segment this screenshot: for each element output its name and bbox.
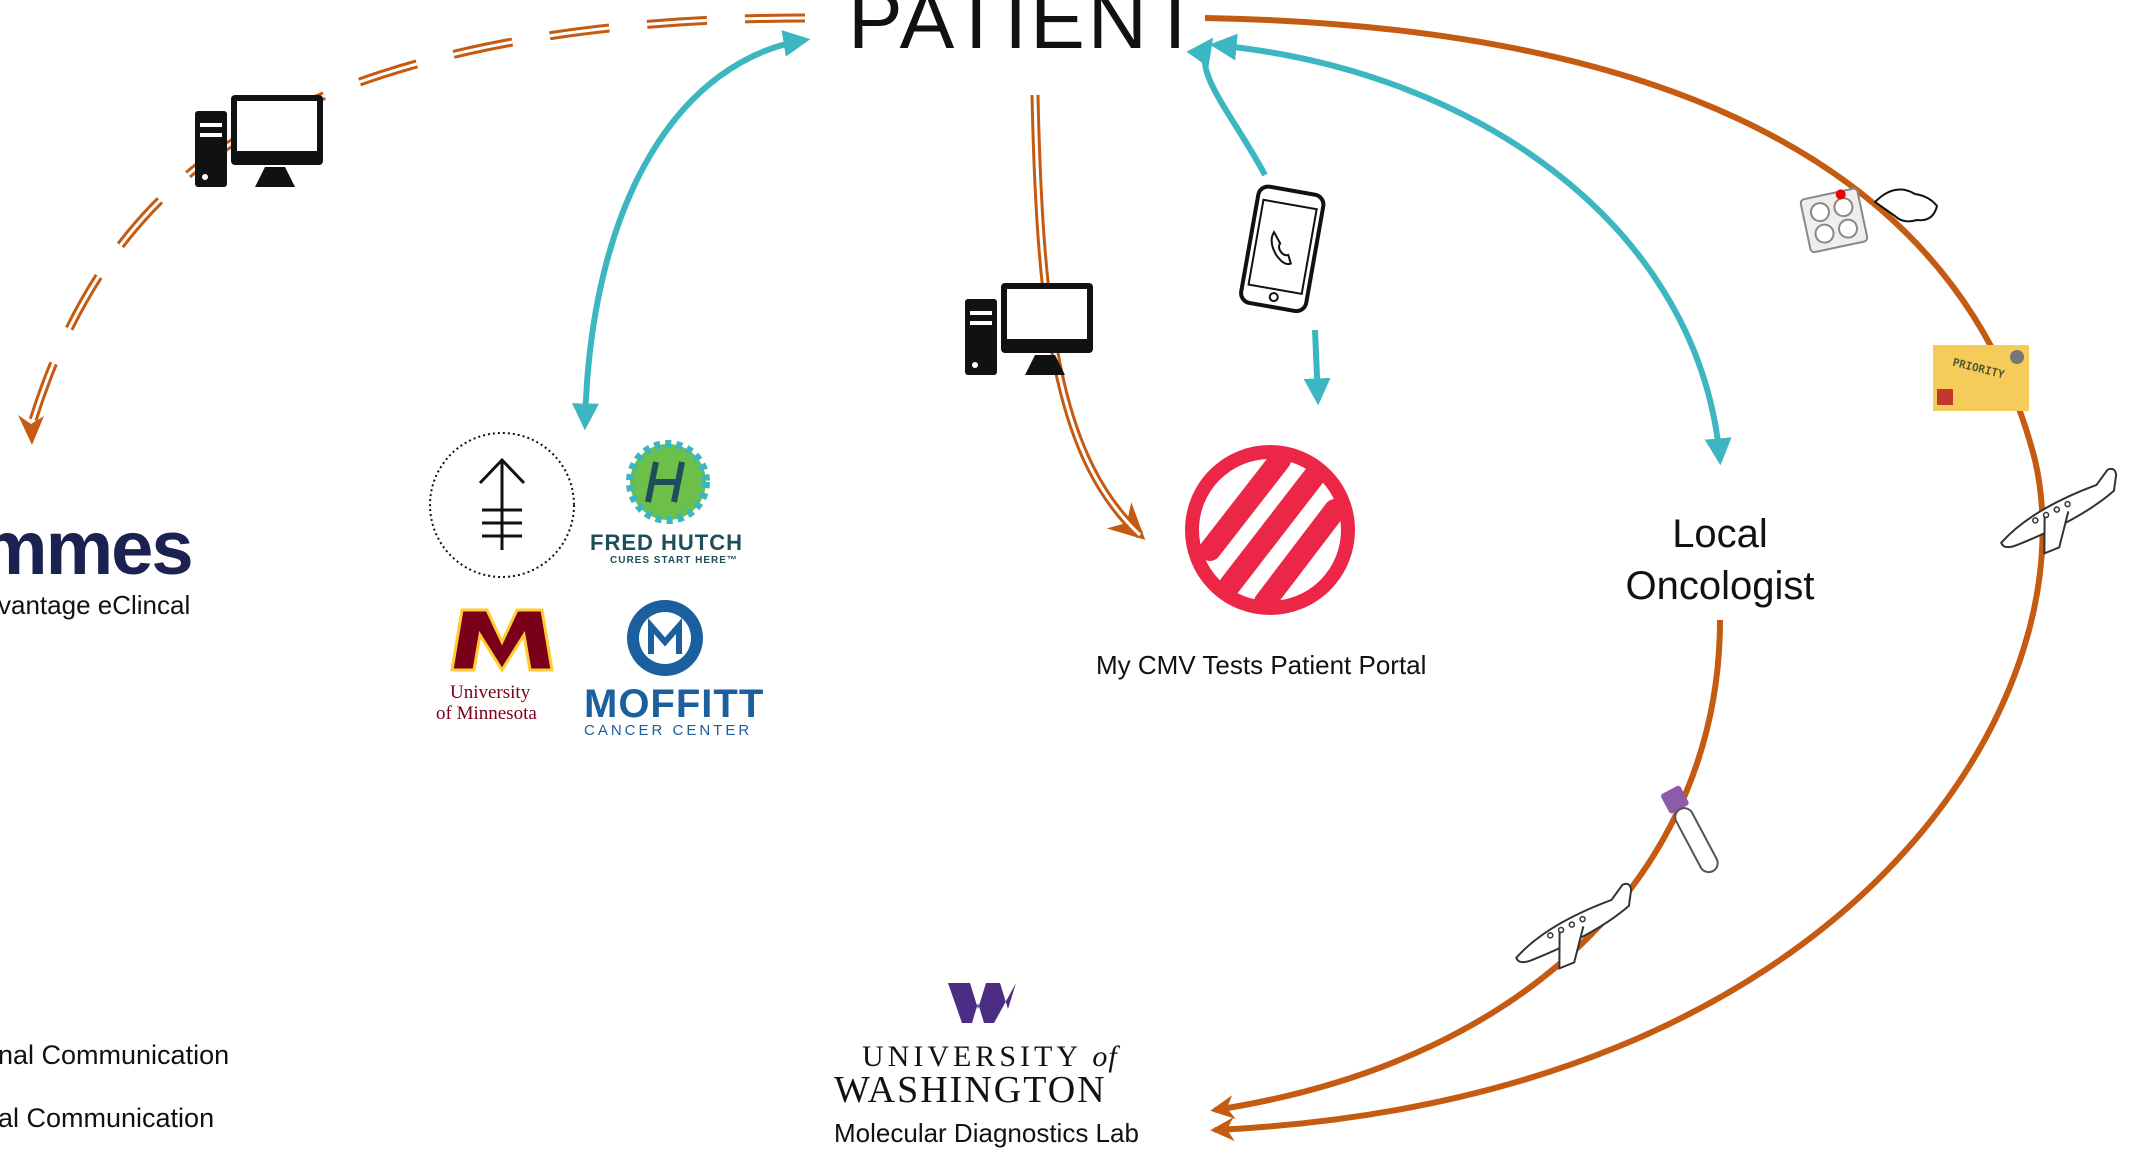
arrowhead-medidata	[18, 415, 44, 445]
moffitt-subtitle: CANCER CENTER	[584, 722, 753, 739]
local-oncologist-line2: Oncologist	[1625, 564, 1815, 608]
uw-of: of	[1092, 1040, 1118, 1073]
pointing-hand-icon	[1873, 188, 1939, 223]
umn-line2: of Minnesota	[436, 703, 537, 724]
fred-hutch-name: FRED HUTCH	[590, 530, 743, 555]
uw-lab-label: Molecular Diagnostics Lab	[834, 1118, 1139, 1148]
uw-university-text: UNIVERSITY of	[862, 1040, 1118, 1074]
fred-hutch-tagline: CURES START HERE™	[610, 555, 738, 566]
arrow-patient-uw-outer	[1204, 15, 2046, 1142]
arrow-phone-patient	[1186, 37, 1268, 177]
arrow-patient-centers	[571, 30, 811, 431]
medidata-sublabel: vantage eClincal	[0, 590, 191, 620]
airplane-icon	[1515, 882, 1633, 970]
blood-tube-icon	[1661, 785, 1719, 874]
medidata-wordmark: mmes	[0, 506, 194, 591]
local-oncologist-line1: Local	[1672, 512, 1768, 556]
portal-label: My CMV Tests Patient Portal	[1096, 650, 1427, 680]
umn-logo-icon	[450, 608, 554, 673]
patient-title: PATIENT	[848, 0, 1204, 66]
moffitt-name: MOFFITT	[584, 682, 765, 726]
uw-logo-icon	[948, 983, 1016, 1023]
local-oncologist-label: Local Oncologist	[1620, 508, 1820, 612]
computer-icon	[195, 95, 323, 187]
computer-icon	[965, 283, 1093, 375]
fred-hutch-logo-icon	[626, 440, 710, 524]
lab-plate-icon	[1799, 187, 1869, 254]
mskcc-seal-icon	[429, 432, 575, 578]
arrow-oncologist-uw	[1210, 619, 1723, 1119]
uw-university-prefix: UNIVERSITY	[862, 1040, 1081, 1073]
arrow-patient-to-medidata	[25, 13, 806, 432]
arrow-patient-oncologist	[1209, 33, 1732, 466]
umn-line1: University	[450, 682, 531, 703]
priority-package-icon	[1933, 345, 2029, 411]
portal-logo	[1185, 445, 1355, 615]
phone-icon	[1239, 184, 1326, 314]
airplane-icon	[2000, 467, 2118, 555]
moffitt-logo-icon	[627, 600, 703, 676]
legend-item-1: nal Communication	[0, 1040, 230, 1070]
legend-item-2: al Communication	[0, 1103, 215, 1133]
arrow-phone-portal	[1303, 329, 1331, 406]
uw-washington-text: WASHINGTON	[834, 1069, 1107, 1111]
